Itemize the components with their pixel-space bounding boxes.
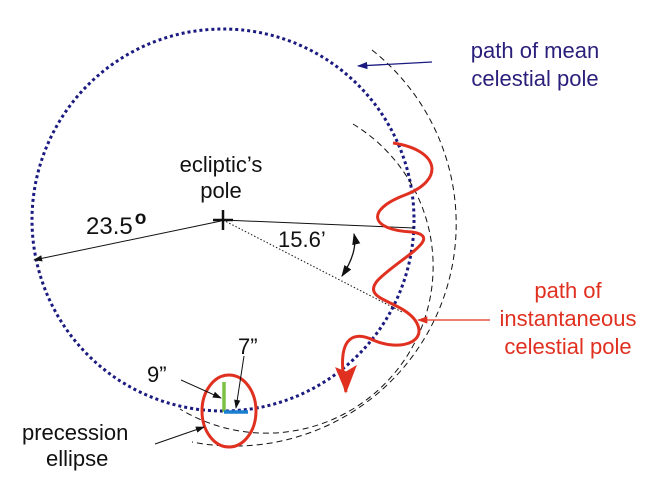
nut-9-label: 9” xyxy=(147,362,167,387)
ecliptic-pole-label-1: ecliptic’s xyxy=(180,152,263,177)
instantaneous-label-3: celestial pole xyxy=(504,334,631,359)
mean-pole-label-2: celestial pole xyxy=(471,66,598,91)
mean-pole-pointer xyxy=(356,61,433,70)
instantaneous-label-2: instantaneous xyxy=(500,306,637,331)
precession-ellipse-label-2: ellipse xyxy=(46,446,108,471)
nut-7-label: 7” xyxy=(238,334,258,359)
obliquity-degree-symbol: o xyxy=(135,208,147,229)
ecliptic-pole-label-2: pole xyxy=(200,178,242,203)
nut-7-pointer xyxy=(234,355,245,409)
radius-line-upper xyxy=(222,219,415,229)
mean-pole-label-1: path of mean xyxy=(471,38,599,63)
inner-dashed-arc xyxy=(179,123,434,434)
nutation-angle-label: 15.6’ xyxy=(278,227,326,252)
instantaneous-label-1: path of xyxy=(534,278,602,303)
instantaneous-path-arrowhead xyxy=(335,364,357,394)
nutation-angle-arc xyxy=(341,232,361,277)
mean-pole-circle xyxy=(30,27,416,413)
precession-ellipse-pointer xyxy=(154,426,205,445)
precession-ellipse xyxy=(200,373,258,449)
outer-dashed-arc xyxy=(191,49,457,447)
obliquity-angle-value: 23.5 xyxy=(86,213,133,240)
obliquity-radius-arrow xyxy=(33,220,222,262)
instantaneous-pole-path xyxy=(341,141,434,393)
precession-ellipse-label-1: precession xyxy=(22,420,128,445)
nut-9-pointer xyxy=(180,379,222,399)
